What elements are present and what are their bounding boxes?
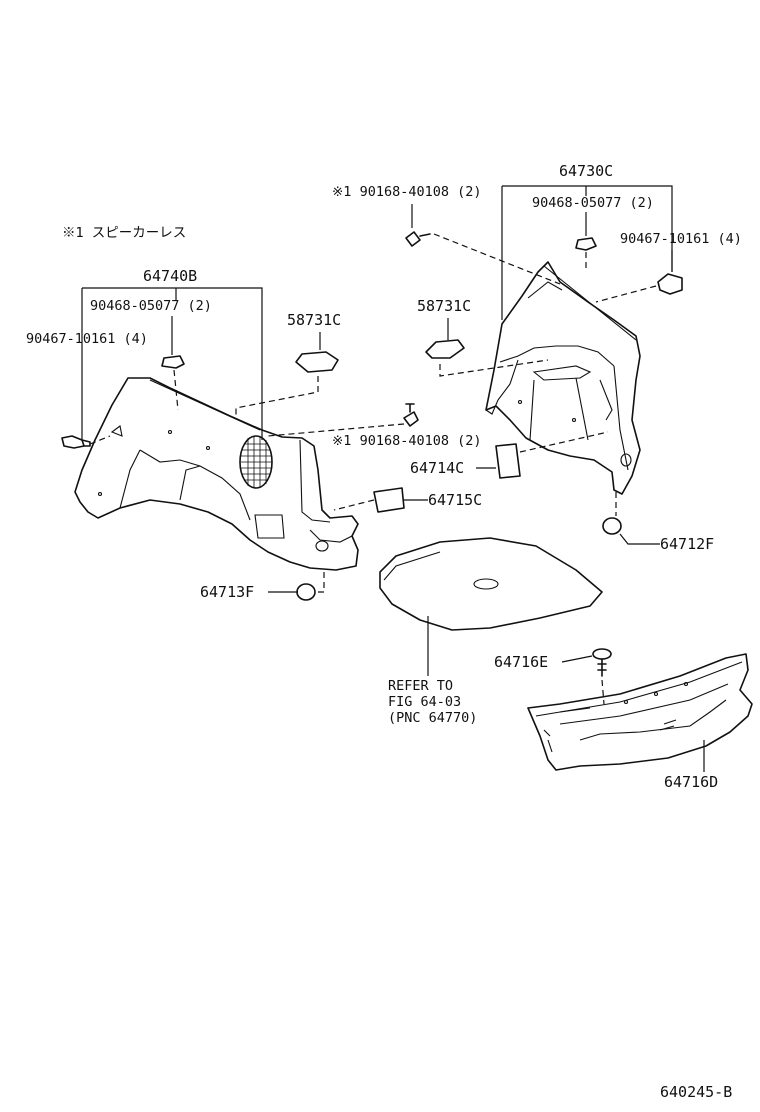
label-64716d: 64716D [664,773,718,791]
right-push-clip-90467-10161-icon [657,273,683,295]
label-64730c: 64730C [559,162,613,180]
label-90468-05077-left: 90468-05077 (2) [90,298,212,314]
label-64716e: 64716E [494,653,548,671]
left-screw-90168-40108-icon [403,403,419,427]
label-64712f: 64712F [660,535,714,553]
figure-number: 640245-B [660,1083,732,1101]
cover-64714c-icon [495,443,521,479]
left-quarter-trim-64740b [74,377,359,571]
cap-64712f-icon [602,517,622,535]
right-quarter-trim-64730c [485,261,641,495]
label-64714c: 64714C [410,459,464,477]
leader-64730c [502,185,673,272]
leader-64740b [82,287,263,440]
left-clip-90468-05077-icon [161,355,185,369]
label-58731c-right: 58731C [417,297,471,315]
left-speaker-grille-icon [239,435,273,489]
refer-text-line-3: (PNC 64770) [388,710,477,726]
label-64740b: 64740B [143,267,197,285]
right-clip-90468-05077-icon [575,237,597,251]
rear-panel-64716d [527,653,753,771]
label-90168-40108-right: ※1 90168-40108 (2) [332,184,481,200]
left-push-clip-90467-10161-icon [61,435,91,449]
right-cover-58731c-icon [425,339,465,359]
label-90468-05077-right: 90468-05077 (2) [532,195,654,211]
label-90168-40108-left: ※1 90168-40108 (2) [332,433,481,449]
speakerless-note: ※1 スピーカーレス [62,225,186,241]
label-58731c-left: 58731C [287,311,341,329]
refer-text-line-2: FIG 64-03 [388,694,461,710]
label-64715c: 64715C [428,491,482,509]
luggage-floor-mat [379,537,603,631]
right-screw-90168-40108-icon [405,231,431,247]
cap-64713f-icon [296,583,316,601]
label-90467-10161-left: 90467-10161 (4) [26,331,148,347]
left-cover-58731c-icon [295,351,339,373]
label-90467-10161-right: 90467-10161 (4) [620,231,742,247]
clip-64716e-icon [592,648,612,677]
cover-64715c-icon [373,487,405,513]
label-64713f: 64713F [200,583,254,601]
refer-text-line-1: REFER TO [388,678,453,694]
